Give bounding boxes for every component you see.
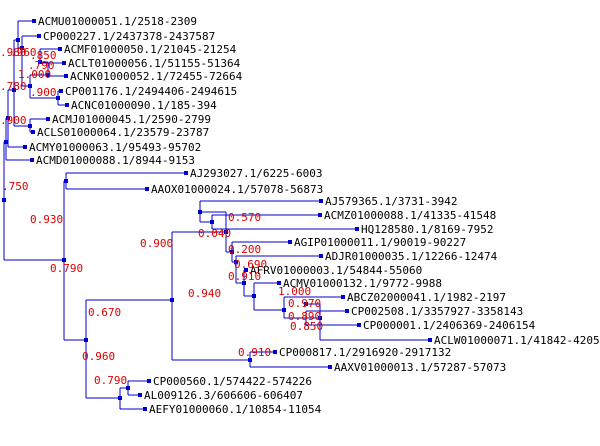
leaf-label: ACLT01000056.1/51155-51364	[68, 57, 241, 70]
leaf-node	[46, 117, 50, 121]
support-value: 0.930	[30, 213, 63, 226]
leaf-label: AFRV01000003.1/54844-55060	[250, 264, 422, 277]
leaf-label: ACNC01000090.1/185-394	[71, 99, 217, 112]
internal-node	[2, 198, 6, 202]
support-value: 1.000	[18, 68, 51, 81]
leaf-node	[143, 407, 147, 411]
leaf-label: CP000001.1/2406369-2406154	[363, 319, 536, 332]
leaf-node	[244, 268, 248, 272]
support-value: 0.690	[234, 258, 267, 271]
leaf-node	[428, 338, 432, 342]
leaf-node	[37, 34, 41, 38]
leaf-node	[184, 171, 188, 175]
leaf-label: AJ293027.1/6225-6003	[190, 167, 322, 180]
leaf-node	[62, 61, 66, 65]
leaf-node	[277, 281, 281, 285]
support-value: 0.970	[288, 297, 321, 310]
leaf-node	[23, 145, 27, 149]
leaf-node	[59, 89, 63, 93]
leaf-label: CP002508.1/3357927-3358143	[351, 305, 523, 318]
leaf-node	[273, 350, 277, 354]
leaf-label: CP000817.1/2916920-2917132	[279, 346, 451, 359]
leaf-node	[65, 103, 69, 107]
support-value: 0.960	[82, 350, 115, 363]
support-value: 0.910	[228, 270, 261, 283]
leaf-node	[64, 74, 68, 78]
leaf-node	[138, 393, 142, 397]
support-value: 0.940	[188, 287, 221, 300]
leaf-node	[318, 213, 322, 217]
leaf-label: ADJR01000035.1/12266-12474	[325, 250, 498, 263]
support-value: .850	[30, 49, 57, 62]
support-value: .900	[0, 114, 27, 127]
leaf-label: ACMJ01000045.1/2590-2799	[52, 113, 211, 126]
leaf-node	[58, 47, 62, 51]
leaf-node	[32, 19, 36, 23]
support-value: 0.890	[288, 310, 321, 323]
support-value: 0.910	[238, 346, 271, 359]
leaf-node	[328, 365, 332, 369]
leaf-label: ACNK01000052.1/72455-72664	[70, 70, 243, 83]
leaf-node	[357, 323, 361, 327]
support-value: .750	[2, 180, 29, 193]
support-value: 0.200	[228, 243, 261, 256]
leaf-node	[319, 199, 323, 203]
support-value: 0.570	[228, 211, 261, 224]
leaf-label: ACMZ01000088.1/41335-41548	[324, 209, 496, 222]
leaf-label: ACMY01000063.1/95493-95702	[29, 141, 201, 154]
leaf-label: AAOX01000024.1/57078-56873	[151, 183, 323, 196]
leaf-node	[288, 240, 292, 244]
support-value: .780	[0, 80, 27, 93]
leaf-node	[319, 254, 323, 258]
leaf-label: HQ128580.1/8169-7952	[361, 223, 493, 236]
leaf-node	[355, 227, 359, 231]
leaf-label: AJ579365.1/3731-3942	[325, 195, 457, 208]
leaf-label: ABCZ02000041.1/1982-2197	[347, 291, 506, 304]
leaf-node	[31, 130, 35, 134]
leaf-label: ACLS01000064.1/23579-23787	[37, 126, 209, 139]
leaf-node	[147, 379, 151, 383]
support-value: .960	[10, 46, 37, 59]
support-value: .900	[30, 86, 57, 99]
leaf-label: ACMD01000088.1/8944-9153	[36, 154, 195, 167]
leaf-label: ACMF01000050.1/21045-21254	[64, 43, 237, 56]
support-value: 0.040	[198, 227, 231, 240]
leaf-node	[341, 295, 345, 299]
leaf-node	[345, 309, 349, 313]
leaf-node	[145, 187, 149, 191]
support-value: 1.000	[278, 285, 311, 298]
support-value: 0.670	[88, 306, 121, 319]
leaf-label: CP000227.1/2437378-2437587	[43, 30, 215, 43]
support-value: 0.850	[290, 320, 323, 333]
leaf-label: AL009126.3/606606-606407	[144, 389, 303, 402]
support-value: 0.790	[50, 262, 83, 275]
leaf-label: ACMU01000051.1/2518-2309	[38, 15, 197, 28]
leaf-label: CP000560.1/574422-574226	[153, 375, 312, 388]
leaf-label: AEFY01000060.1/10854-11054	[149, 403, 322, 416]
support-value: 0.900	[140, 237, 173, 250]
support-value: .980	[0, 46, 27, 59]
support-value: .790	[28, 59, 55, 72]
leaf-label: AAXV01000013.1/57287-57073	[334, 361, 506, 374]
leaf-label: CP001176.1/2494406-2494615	[65, 85, 237, 98]
leaf-label: ACMV01000132.1/9772-9988	[283, 277, 442, 290]
support-value: 0.790	[94, 374, 127, 387]
leaf-label: AGIP01000011.1/90019-90227	[294, 236, 466, 249]
leaf-label: ACLW01000071.1/41842-42052	[434, 334, 600, 347]
leaf-node	[30, 158, 34, 162]
